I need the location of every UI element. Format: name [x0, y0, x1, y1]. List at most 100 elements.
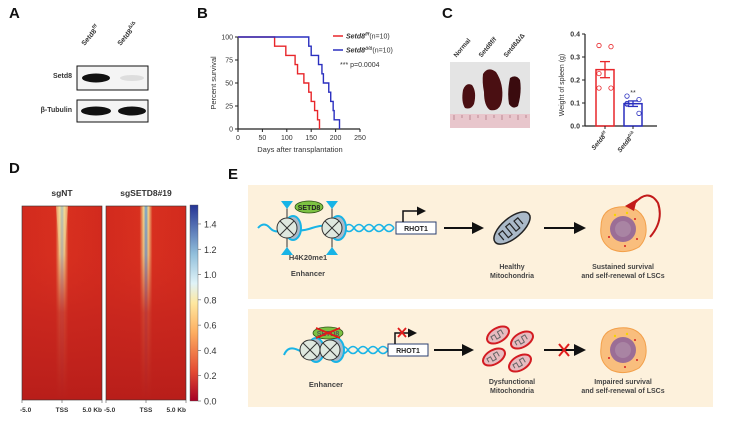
y-tick-label: 0.4	[570, 32, 580, 39]
y-axis-label: Weight of spleen (g)	[559, 54, 566, 117]
panel-letter-a: A	[9, 5, 20, 22]
blot-row-label-tubulin: β-Tubulin	[40, 107, 72, 114]
rhot1-label: RHOT1	[396, 348, 420, 355]
western-blot	[76, 65, 149, 123]
lane-label-base: Setd8	[80, 28, 99, 48]
enhancer-label: Enhancer	[291, 269, 325, 278]
h4k20me1-mark-icon	[326, 201, 338, 209]
colorbar-tick-label: 0.8	[204, 295, 217, 305]
outcome-label-2: and self-renewal of LSCs	[581, 273, 664, 280]
band-tubulin-dd	[118, 106, 146, 116]
transcription-arrow-icon	[394, 328, 417, 344]
photo-label-dd: Setd8Δ/Δ	[502, 32, 527, 59]
survival-curve-ff	[238, 36, 321, 129]
y-tick-label: 0.1	[570, 101, 580, 108]
top-mito: Healthy Mitochondria	[487, 205, 586, 280]
photo-label-ff: Setd8f/f	[477, 36, 499, 59]
outcome-label-1: Sustained survival	[592, 264, 654, 271]
significance-label: **	[630, 90, 636, 97]
enhancer-label: Enhancer	[309, 380, 343, 389]
data-point	[636, 96, 642, 103]
bottom-chromatin: SETD8 Enhancer	[283, 326, 389, 389]
heatmap-x-tick-label: 5.0 Kb	[166, 407, 186, 414]
y-tick-label: 75	[225, 58, 233, 65]
p-value-annotation: *** p=0.0004	[340, 62, 380, 69]
top-cell: Sustained survival and self-renewal of L…	[581, 194, 665, 280]
data-point	[608, 44, 614, 50]
band-tubulin-ff	[81, 106, 111, 116]
lane-label-ff: Setd8f/f	[79, 23, 101, 47]
h4k20me1-mark-icon	[281, 201, 293, 209]
y-tick-label: 0	[229, 127, 233, 134]
x-tick-label: 200	[330, 135, 342, 142]
colorbar-tick-label: 1.2	[204, 245, 217, 255]
nucleosome-icon	[319, 337, 345, 363]
y-axis-label: Percent survival	[209, 56, 218, 110]
y-tick-label: 50	[225, 81, 233, 88]
data-point	[608, 85, 614, 91]
heatmap-sgsetd8	[105, 205, 187, 401]
colorbar-tick-label: 0.0	[204, 397, 217, 407]
mito-label-1: Healthy	[499, 264, 524, 271]
heatmap-x-tick-label: -5.0	[104, 407, 116, 414]
lane-label-dd: Setd8Δ/Δ	[115, 20, 140, 47]
colorbar-tick-label: 0.4	[204, 346, 217, 356]
colorbar-tick-label: 0.2	[204, 371, 217, 381]
top-gene: RHOT1	[395, 206, 484, 235]
spleen-ff	[482, 69, 503, 111]
spleen-dd	[508, 76, 521, 108]
data-point	[596, 42, 602, 49]
photo-label-normal: Normal	[452, 37, 473, 59]
mito-label-1: Dysfunctional	[489, 379, 535, 386]
top-chromatin: SETD8 H4K20me1 Enhancer	[257, 200, 395, 278]
x-tick-label: 150	[305, 135, 317, 142]
data-point	[636, 110, 642, 116]
h4k20me1-label: H4K20me1	[289, 253, 327, 262]
dysfunctional-mitochondria-icon	[505, 349, 535, 377]
heatmap-title-sgsetd8: sgSETD8#19	[120, 188, 172, 198]
nucleosome-icon	[321, 215, 347, 241]
legend-label: Setd8Δ/Δ(n=10)	[346, 46, 393, 55]
nucleosome-icon	[276, 215, 302, 241]
lsc-cell-icon	[600, 206, 647, 253]
y-tick-label: 0.2	[570, 78, 580, 85]
spleen-weight-chart: 0.00.10.20.30.4 Setd8f/f**Setd8Δ/Δ Weigh…	[559, 32, 657, 154]
y-tick-label: 25	[225, 104, 233, 111]
mito-label-2: Mitochondria	[490, 273, 534, 280]
heatmap-title-sgnt: sgNT	[51, 188, 73, 198]
blot-row-label-setd8: Setd8	[52, 73, 72, 80]
y-tick-label: 0.0	[570, 124, 580, 131]
heatmap-x-tick-label: TSS	[56, 407, 69, 414]
dysfunctional-mitochondria-icon	[479, 343, 509, 371]
dysfunctional-mitochondria-icon	[483, 321, 513, 349]
panel-letter-b: B	[197, 5, 208, 22]
x-tick-label: 50	[259, 135, 267, 142]
colorbar-tick-label: 1.4	[204, 219, 217, 229]
healthy-mitochondria-icon	[487, 205, 537, 251]
legend-label: Setd8f/f(n=10)	[346, 32, 390, 41]
h4k20me1-mark-icon	[281, 247, 293, 255]
colorbar-tick-label: 1.0	[204, 270, 217, 280]
blot-box-tubulin	[76, 99, 149, 123]
colorbar-tick-label: 0.6	[204, 321, 217, 331]
bottom-cell: Impaired survival and self-renewal of LS…	[581, 327, 665, 395]
dysfunctional-mitochondria-icon	[507, 326, 537, 354]
x-tick-label: 0	[236, 135, 240, 142]
outcome-label-1: Impaired survival	[594, 379, 652, 386]
setd8-label: SETD8	[298, 205, 321, 212]
ruler-ticks	[453, 115, 527, 120]
heatmap-x-tick-label: -5.0	[20, 407, 32, 414]
band-setd8-ff	[82, 73, 110, 83]
survival-curve-dd	[238, 36, 341, 129]
heatmap-colorbar	[189, 204, 199, 402]
outcome-label-2: and self-renewal of LSCs	[581, 388, 664, 395]
self-renewal-arrow-icon	[632, 194, 661, 238]
lsc-cell-icon	[600, 327, 647, 374]
data-point	[596, 85, 602, 91]
lane-label-base: Setd8	[116, 28, 135, 48]
setd8-protein-icon	[294, 200, 324, 214]
heatmap-x-tick-label: TSS	[140, 407, 153, 414]
data-point	[596, 70, 602, 77]
